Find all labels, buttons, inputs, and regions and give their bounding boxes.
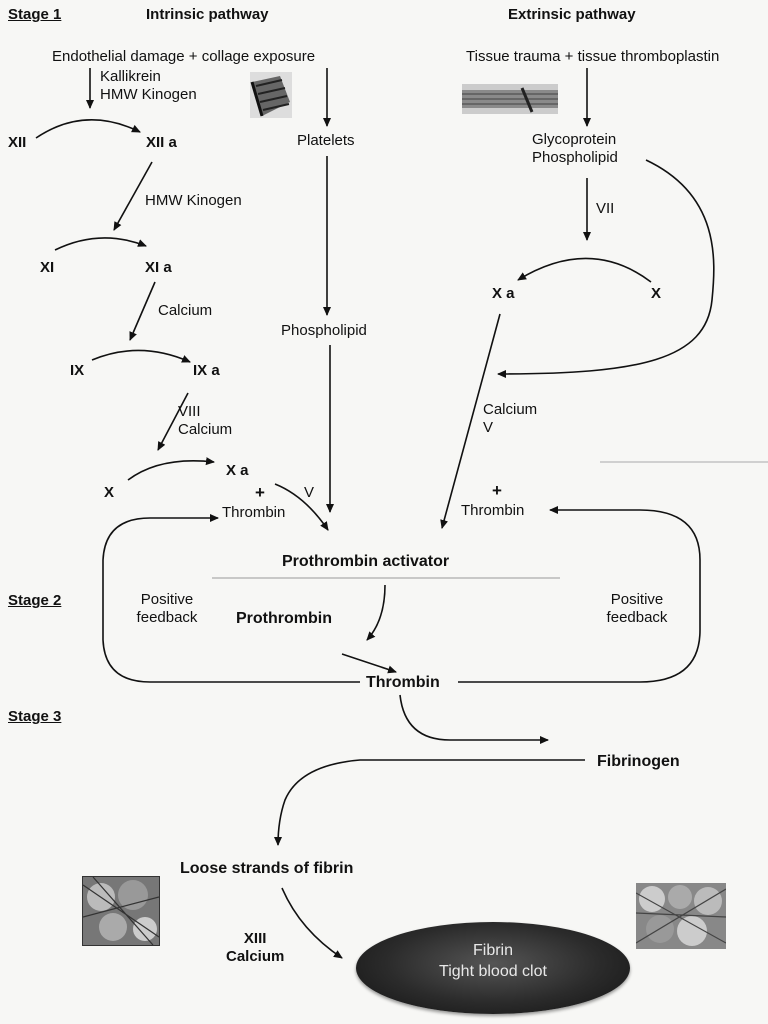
tight-blood-clot-label: Fibrin Tight blood clot	[439, 942, 547, 980]
feedback-loop-right	[458, 506, 701, 683]
kallikrein-cofactors: Kallikrein HMW Kinogen	[100, 68, 197, 103]
intrinsic-trigger: Endothelial damage + collage exposure	[52, 48, 316, 65]
plus-sign-right: +	[492, 481, 502, 500]
factor-ix: IX	[70, 362, 85, 379]
arrow-xa-activator-extrinsic	[440, 313, 501, 529]
arrow-fibrinogen-strands	[274, 759, 585, 846]
tight-clot-image	[636, 883, 726, 949]
extrinsic-trigger: Tissue trauma + tissue thromboplastin	[466, 48, 720, 65]
loose-fibrin-strands: Loose strands of fibrin	[180, 860, 354, 877]
arrow-x-xa	[127, 457, 215, 481]
arrow-xia-ix	[129, 281, 156, 341]
viii-calcium-label: VIII Calcium	[178, 403, 233, 438]
plus-sign-left: +	[255, 483, 265, 502]
factor-xa-intrinsic: X a	[226, 462, 249, 479]
xiii-calcium-label: XIII Calcium	[226, 930, 285, 965]
arrow-strands-clot	[281, 887, 343, 959]
arrow-ix-ixa	[91, 349, 191, 363]
factor-xa-extrinsic: X a	[492, 285, 515, 302]
factor-vii-label: VII	[596, 200, 615, 217]
prothrombin-activator: Prothrombin activator	[282, 553, 450, 570]
arrow-thrombin-fibrinogen	[399, 694, 549, 744]
stage-1-label: Stage 1	[8, 6, 62, 23]
loose-strands-image	[82, 876, 160, 946]
hmw-kinogen-label: HMW Kinogen	[145, 192, 242, 209]
thrombin-center: Thrombin	[366, 674, 440, 691]
factor-xii: XII	[8, 134, 27, 151]
factor-v-label-intrinsic: V	[304, 484, 315, 501]
factor-xi: XI	[40, 259, 55, 276]
arrow-prothrombin-thrombin	[341, 653, 397, 674]
calcium-v-label-extrinsic: Calcium V	[483, 401, 538, 436]
fibrinogen-label: Fibrinogen	[597, 753, 680, 770]
arrow-xa-activator	[274, 483, 329, 531]
arrow-xi-xia	[54, 237, 147, 251]
stage-2-label: Stage 2	[8, 592, 62, 609]
calcium-label-1: Calcium	[158, 302, 213, 319]
arrow-x-xa-extrinsic	[517, 257, 652, 283]
intrinsic-pathway-title: Intrinsic pathway	[146, 6, 269, 23]
glycoprotein-phospholipid: Glycoprotein Phospholipid	[532, 131, 618, 166]
factor-xia: XI a	[145, 259, 172, 276]
tight-blood-clot-shape	[356, 922, 630, 1014]
tissue-trauma-image	[462, 84, 558, 114]
arrow-xii-xiia	[35, 119, 141, 139]
factor-ixa: IX a	[193, 362, 220, 379]
positive-feedback-right: Positive feedback	[606, 591, 668, 626]
arrow-ixa-x	[157, 392, 189, 451]
collagen-fiber-image	[250, 72, 292, 118]
arrow-xiia-xi	[113, 161, 153, 231]
phospholipid-label: Phospholipid	[281, 322, 367, 339]
factor-x-intrinsic: X	[104, 484, 115, 501]
platelets-label: Platelets	[297, 132, 355, 149]
thrombin-label-left: Thrombin	[222, 504, 286, 521]
feedback-loop-left	[102, 514, 360, 683]
prothrombin-label: Prothrombin	[236, 610, 332, 627]
factor-x-extrinsic: X	[651, 285, 662, 302]
positive-feedback-left: Positive feedback	[136, 591, 198, 626]
arrow-glyco-loop	[497, 159, 715, 378]
thrombin-label-right: Thrombin	[461, 502, 525, 519]
factor-xiia: XII a	[146, 134, 177, 151]
arrow-activator-prothrombin	[366, 584, 386, 641]
extrinsic-pathway-title: Extrinsic pathway	[508, 6, 636, 23]
stage-3-label: Stage 3	[8, 708, 62, 725]
